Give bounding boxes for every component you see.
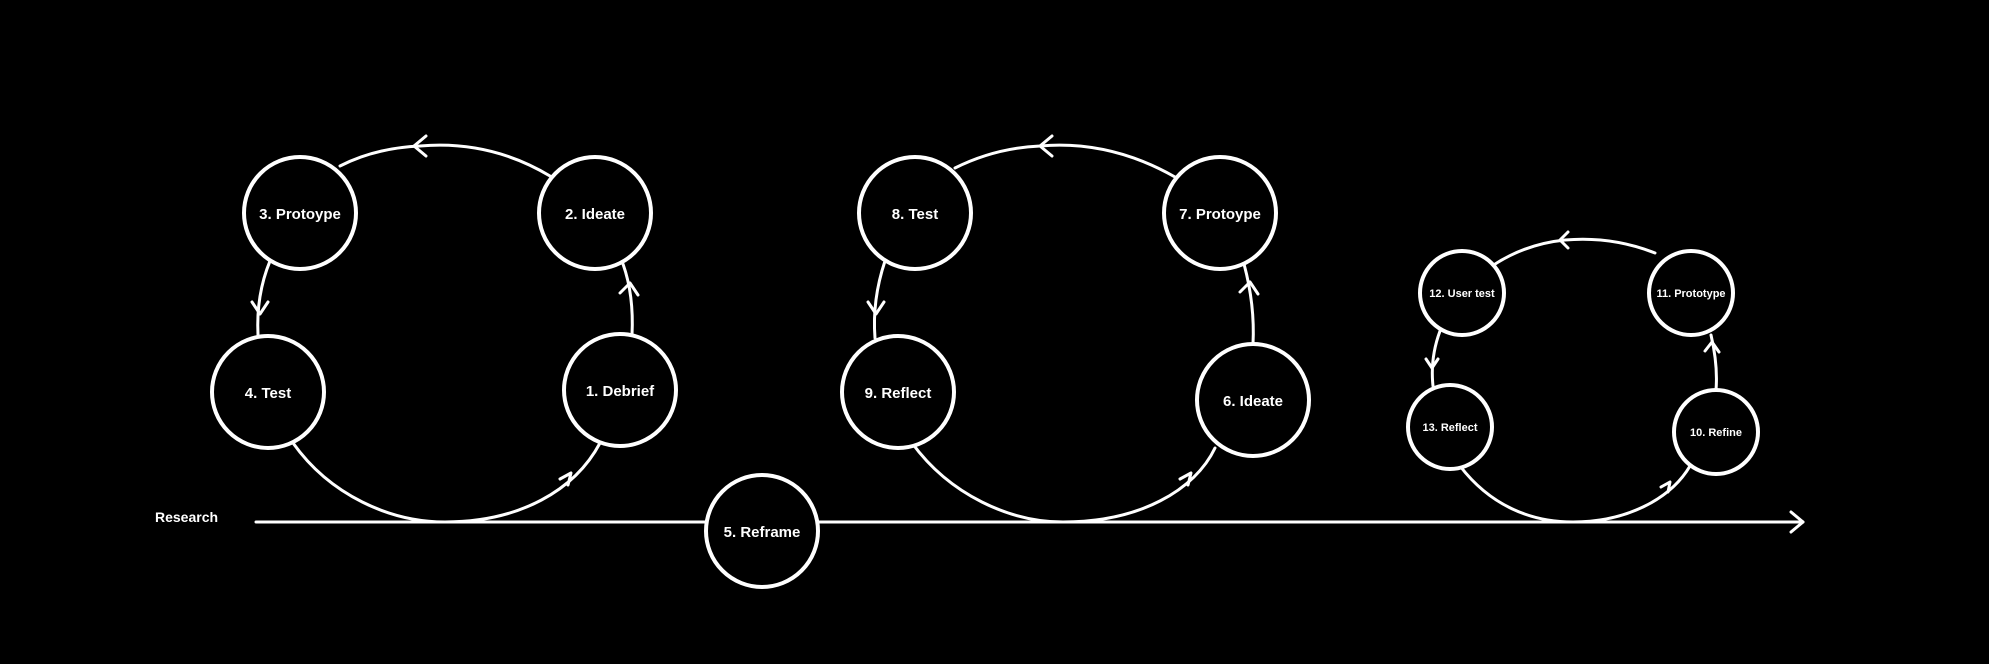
cycle-1-arrow-top-icon bbox=[412, 134, 428, 158]
node-6-ideate bbox=[1195, 342, 1311, 458]
node-2-ideate bbox=[537, 155, 653, 271]
cycle-1-top-arc bbox=[338, 143, 552, 178]
node-2-label: 2. Ideate bbox=[565, 206, 625, 223]
cycle-2-left-arc bbox=[872, 259, 887, 340]
node-4-test bbox=[210, 334, 326, 450]
timeline-arrow-icon bbox=[1789, 510, 1805, 534]
node-9-label: 9. Reflect bbox=[865, 385, 932, 402]
cycle-2-bottom-arc bbox=[910, 441, 1217, 524]
node-13-reflect bbox=[1406, 383, 1494, 471]
cycle-3-arrow-bottom-icon bbox=[1659, 480, 1672, 494]
cycle-3-arrow-top-icon bbox=[1558, 230, 1570, 250]
cycle-1-left-arc bbox=[256, 259, 272, 337]
cycle-2-arrow-right-icon bbox=[1238, 280, 1260, 296]
cycle-2: 6. Ideate 7. Protoype 8. Test 9. Reflect bbox=[840, 134, 1311, 524]
node-10-label: 10. Refine bbox=[1690, 427, 1742, 439]
cycle-3-top-arc bbox=[1490, 237, 1657, 268]
cycle-3-right-arc bbox=[1709, 333, 1718, 392]
node-12-label: 12. User test bbox=[1429, 288, 1495, 300]
node-5-reframe bbox=[704, 473, 820, 589]
node-3-protoype bbox=[242, 155, 358, 271]
cycle-1-right-arc bbox=[621, 262, 634, 337]
node-13-label: 13. Reflect bbox=[1422, 422, 1477, 434]
cycle-3: 10. Refine 11. Prototype 12. User test 1… bbox=[1406, 230, 1760, 524]
node-11-label: 11. Prototype bbox=[1656, 288, 1725, 300]
cycle-2-arrow-bottom-icon bbox=[1178, 471, 1193, 487]
node-8-test bbox=[857, 155, 973, 271]
cycle-2-top-arc bbox=[953, 143, 1177, 179]
cycle-2-arrow-top-icon bbox=[1038, 134, 1054, 158]
node-7-label: 7. Protoype bbox=[1179, 206, 1261, 223]
cycle-2-right-arc bbox=[1242, 262, 1255, 346]
node-4-label: 4. Test bbox=[245, 385, 291, 402]
node-5-label: 5. Reframe bbox=[724, 524, 801, 541]
node-6-label: 6. Ideate bbox=[1223, 393, 1283, 410]
cycle-1: 1. Debrief 2. Ideate 3. Protoype 4. Test bbox=[210, 134, 678, 524]
cycle-3-arrow-left-icon bbox=[1424, 357, 1440, 370]
node-1-debrief bbox=[562, 332, 678, 448]
node-12-user-test bbox=[1418, 249, 1506, 337]
node-10-refine bbox=[1672, 388, 1760, 476]
cycle-1-arrow-bottom-icon bbox=[558, 471, 573, 487]
node-1-label: 1. Debrief bbox=[586, 383, 655, 400]
node-8-label: 8. Test bbox=[892, 206, 938, 223]
timeline-label: Research bbox=[155, 509, 218, 525]
node-3-label: 3. Protoype bbox=[259, 206, 341, 223]
node-9-reflect bbox=[840, 334, 956, 450]
node-7-protoype bbox=[1162, 155, 1278, 271]
cycle-1-arrow-left-icon bbox=[250, 300, 270, 316]
node-11-prototype bbox=[1647, 249, 1735, 337]
cycle-3-left-arc bbox=[1430, 329, 1442, 388]
cycle-1-bottom-arc bbox=[291, 441, 602, 524]
cycle-3-bottom-arc bbox=[1458, 464, 1692, 524]
cycle-3-arrow-right-icon bbox=[1703, 340, 1721, 354]
cycle-2-arrow-left-icon bbox=[866, 300, 886, 316]
cycle-1-arrow-right-icon bbox=[618, 281, 640, 297]
